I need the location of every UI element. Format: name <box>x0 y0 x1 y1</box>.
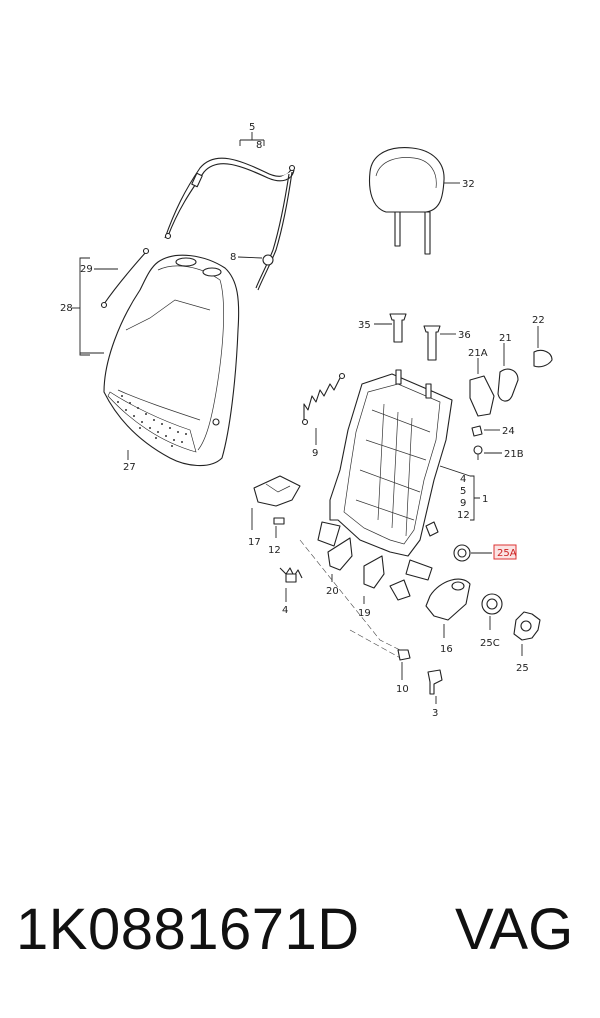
part-19 <box>363 555 385 589</box>
callout-21: 21 <box>499 333 512 344</box>
trim-21a <box>469 375 495 417</box>
callout-1: 1 <box>482 494 488 505</box>
callout-35: 35 <box>358 320 371 331</box>
exploded-parts-diagram: 5 8 8 29 28 27 <box>60 122 553 719</box>
callout-25C: 25C <box>480 638 500 649</box>
callout-10: 10 <box>396 684 409 695</box>
callout-8-top: 8 <box>256 140 262 151</box>
callout-19: 19 <box>358 608 371 619</box>
callout-16: 16 <box>440 644 453 655</box>
callout-27: 27 <box>123 462 136 473</box>
backrest-cover <box>103 254 240 467</box>
cable-assembly <box>164 132 296 291</box>
headrest <box>368 147 445 255</box>
callout-8: 8 <box>230 252 236 263</box>
callout-20: 20 <box>326 586 339 597</box>
callout-21A: 21A <box>468 348 488 359</box>
part-number: 1K0881671D <box>16 897 360 962</box>
callout-12-right: 12 <box>457 510 470 521</box>
backrest-frame <box>317 369 453 581</box>
trim-22 <box>533 349 553 368</box>
trim-21 <box>497 368 519 402</box>
callout-25A: 25A <box>497 548 517 559</box>
headrest-guide-35 <box>389 313 407 343</box>
callout-21B: 21B <box>504 449 524 460</box>
callout-4-right: 4 <box>460 474 466 485</box>
callout-32: 32 <box>462 179 475 190</box>
callout-17: 17 <box>248 537 261 548</box>
nut-10 <box>397 649 411 661</box>
callout-5: 5 <box>249 122 255 133</box>
brand-label: VAG <box>455 897 574 962</box>
headrest-guide-36 <box>423 325 441 361</box>
callout-5-right: 5 <box>460 486 466 497</box>
callout-36: 36 <box>458 330 471 341</box>
callout-12: 12 <box>268 545 281 556</box>
callout-9-right: 9 <box>460 498 466 509</box>
callout-24: 24 <box>502 426 515 437</box>
bolt-3 <box>427 669 443 695</box>
callout-25: 25 <box>516 663 529 674</box>
highlight-25A <box>493 544 517 560</box>
callout-28: 28 <box>60 303 73 314</box>
callout-9: 9 <box>312 448 318 459</box>
callout-29: 29 <box>80 264 93 275</box>
callout-4: 4 <box>282 605 288 616</box>
callout-3: 3 <box>432 708 438 719</box>
callout-22: 22 <box>532 315 545 326</box>
part-20 <box>327 537 353 571</box>
